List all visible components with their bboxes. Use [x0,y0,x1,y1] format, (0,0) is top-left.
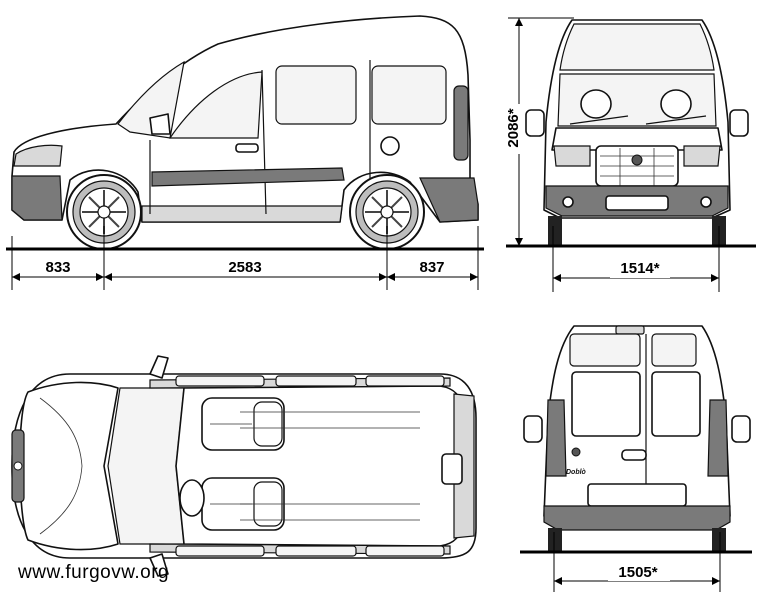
rear-overhang-label: 837 [419,259,444,276]
cargo-floor-lines [240,411,420,521]
mirror-right-front [729,109,749,137]
rear-door-panel-right [651,371,701,437]
height-label: 2086* [505,108,522,147]
mirror-top-upper [149,355,169,379]
side-moulding [151,167,345,187]
top-logo [13,461,23,471]
watermark: www.furgovw.org [17,562,169,583]
steering-wheel-top [179,479,205,517]
front-roof [559,23,715,71]
side-window-1 [275,65,357,125]
rear-light-side [453,85,469,161]
rear-light-right [707,399,729,477]
front-track-dimension-lines [552,226,720,292]
front-view [525,19,749,246]
wiper-blades [569,115,707,125]
headlight-right [683,145,721,167]
front-bumper-side [11,175,63,221]
rear-door-panel-left [571,371,641,437]
side-view [11,15,479,250]
rear-door-handle [621,449,647,461]
lower-grille [605,195,669,211]
seat-head-right [660,89,692,119]
mirror-side [149,113,171,135]
fog-light-left [562,196,574,208]
rear-badge: Doblò [566,469,587,476]
front-logo [631,154,643,166]
rear-door-top [453,393,475,539]
door-handle [235,143,259,153]
rear-track-dimension-lines [553,532,721,592]
seat-front-right [201,397,285,451]
windshield-top [107,387,185,545]
front-track-label: 1514* [620,260,659,277]
mirror-left-rear [523,415,543,443]
hood-front [551,127,723,151]
mirror-left-front [525,109,545,137]
mirror-top-lower [149,553,169,577]
side-window-2 [371,65,447,125]
rear-handle-top [441,453,463,485]
rear-view: Doblò [523,325,751,552]
side-rocker [141,205,343,223]
side-dimension-lines [11,226,479,290]
rear-bumper [543,505,731,531]
rear-track-label: 1505* [618,564,657,581]
front-overhang-label: 833 [45,259,70,276]
fuel-cap [380,136,400,156]
tyre-right-rear [712,528,726,552]
wheelbase-label: 2583 [228,259,261,276]
hood-top [18,381,119,551]
roof-windows [175,375,445,557]
headlight-left [553,145,591,167]
mirror-right-rear [731,415,751,443]
fog-light-right [700,196,712,208]
rear-window-right [651,333,697,367]
seat-head-left [580,89,612,119]
hood-crease [39,397,83,535]
tyre-left-front [548,216,562,246]
headlight-side [13,144,63,167]
tyre-left-rear [548,528,562,552]
brake-light-top [615,325,645,335]
rear-light-left [545,399,567,477]
door-line [149,60,371,215]
rear-logo [571,447,581,457]
license-plate-area [587,483,687,507]
rear-bumper-side [419,177,479,223]
rear-window-left [569,333,641,367]
top-view [11,355,477,577]
